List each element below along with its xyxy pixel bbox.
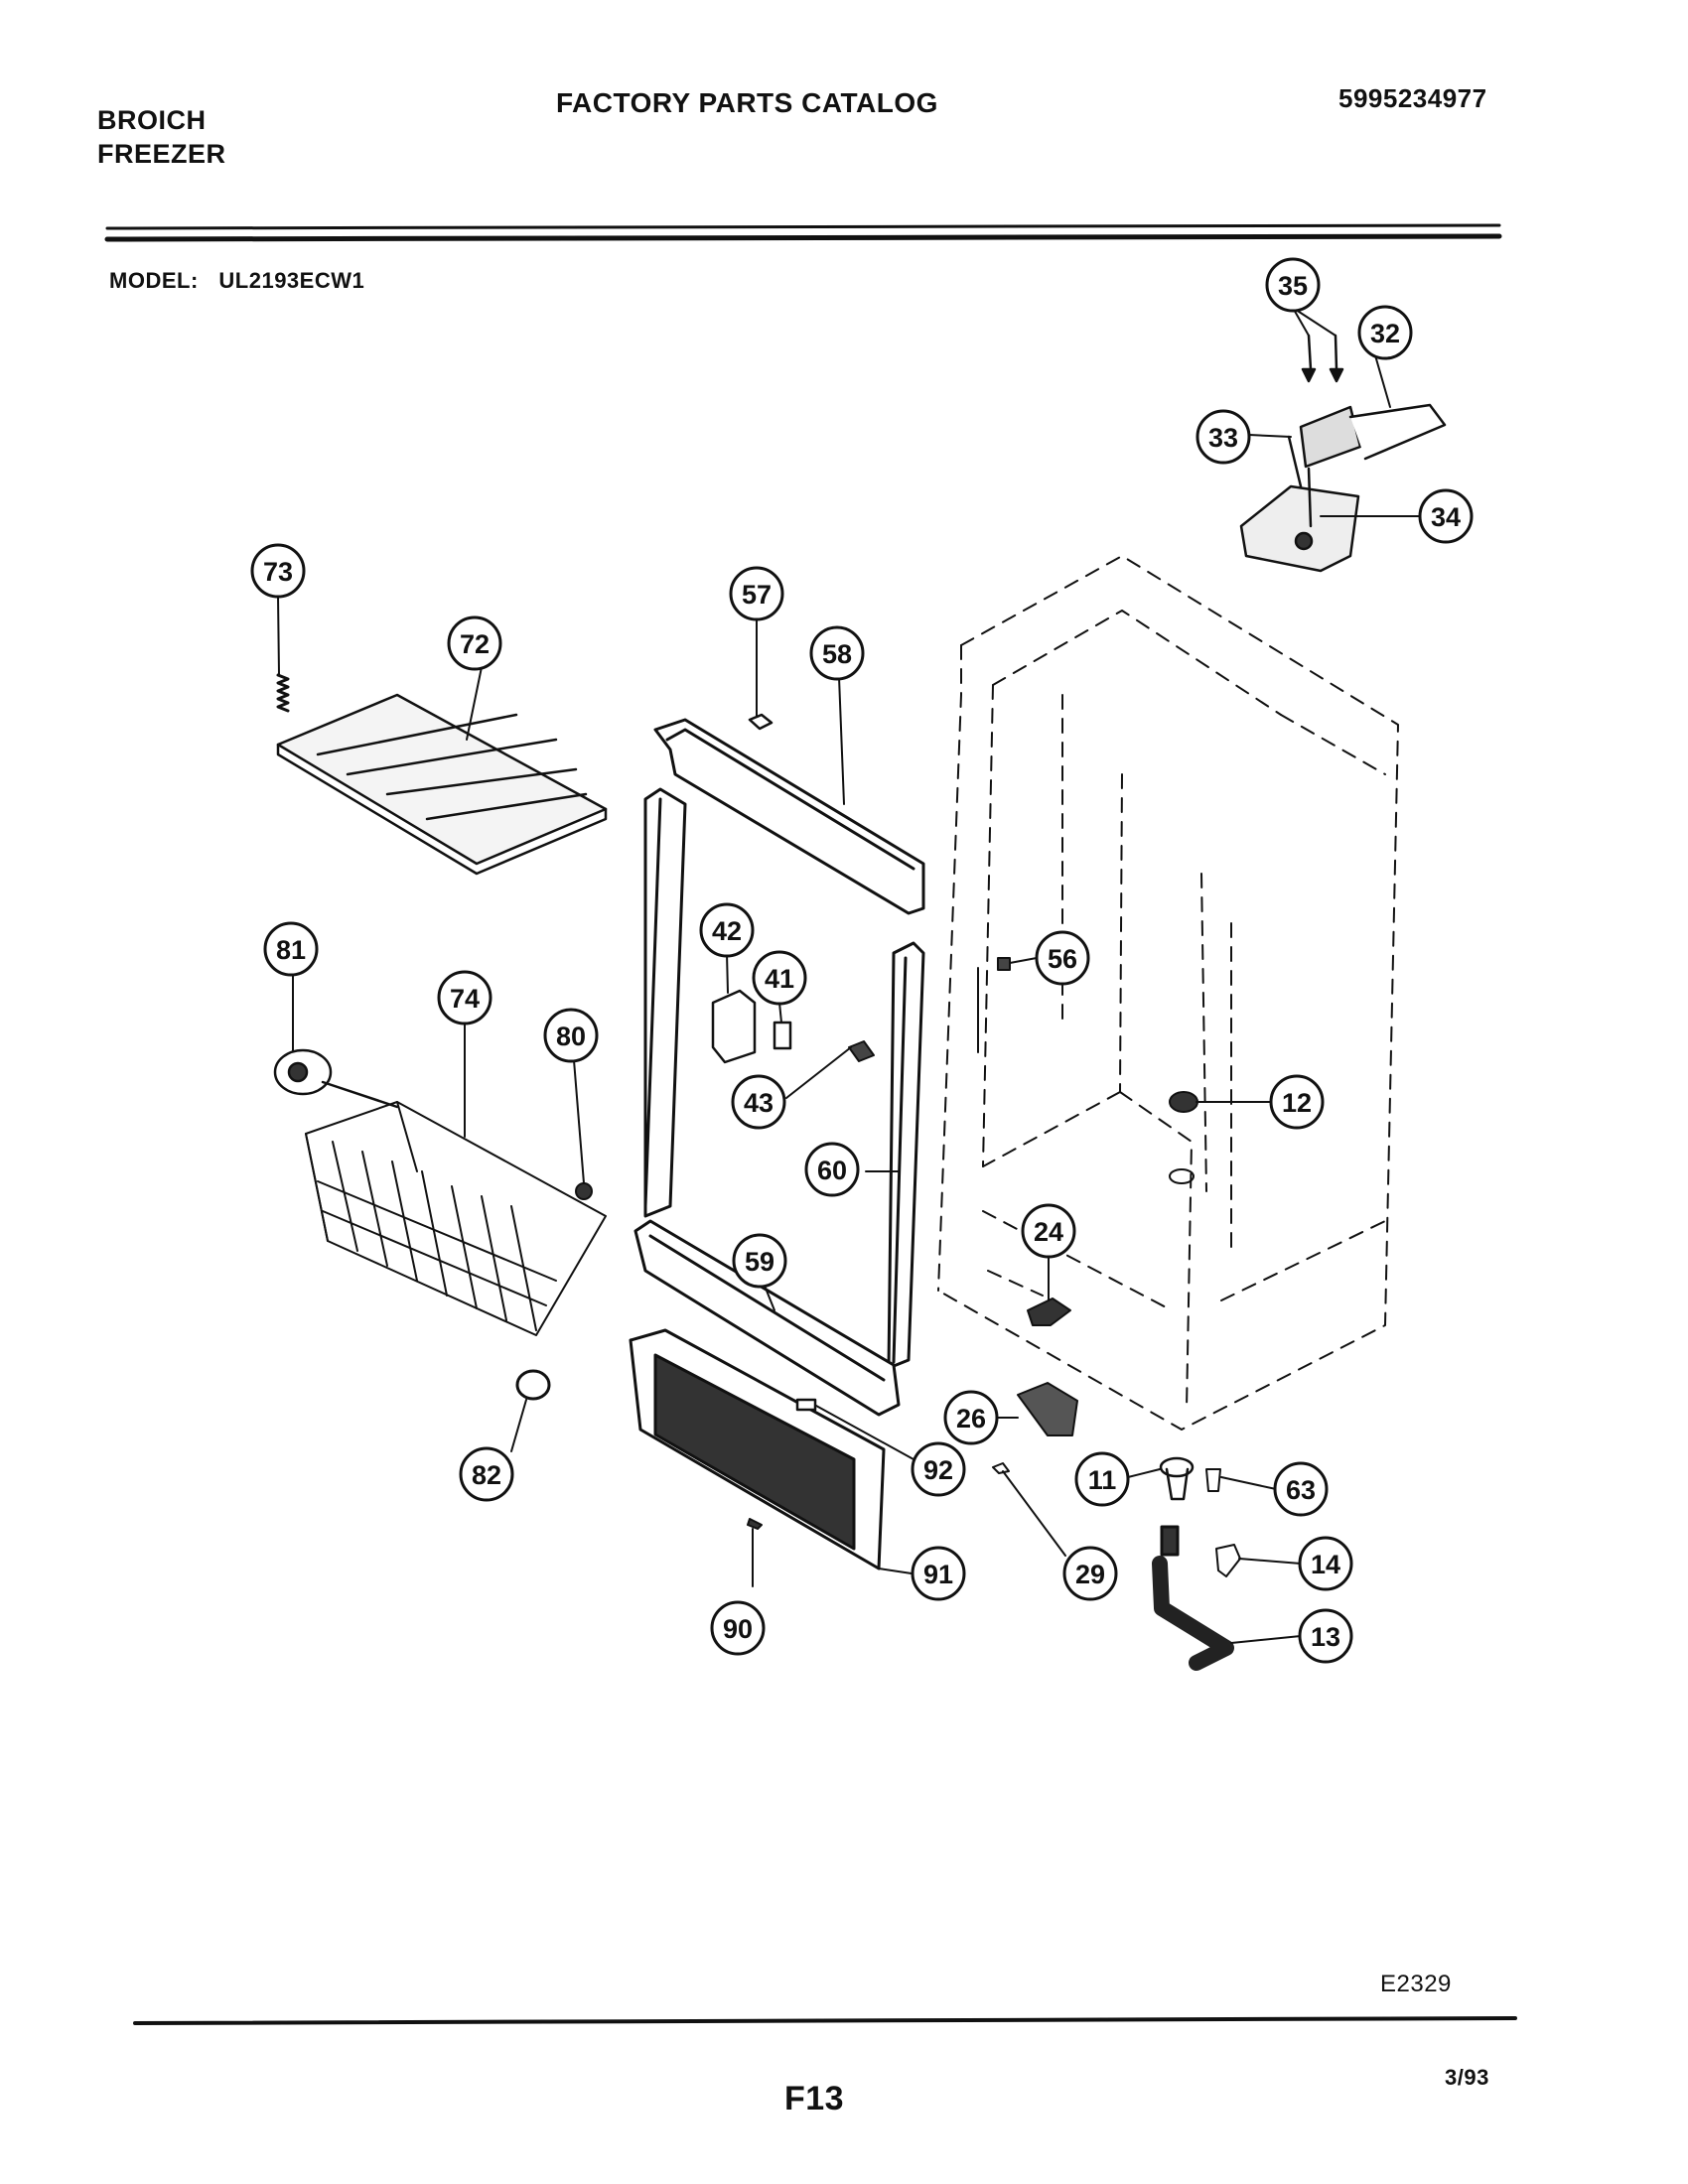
screw-part-29 (992, 1462, 1010, 1474)
brand-name: BROICH (97, 105, 207, 135)
basket-part-74 (305, 1101, 607, 1336)
drain-tube-13 (1152, 1525, 1234, 1671)
control-part-41 (773, 1021, 792, 1050)
clip-part-14 (1215, 1544, 1241, 1577)
callout-63: 63 (1286, 1475, 1316, 1505)
catalog-title: FACTORY PARTS CATALOG (556, 87, 938, 118)
callout-58: 58 (822, 639, 852, 669)
callout-82: 82 (472, 1460, 501, 1490)
hinge-pin-56 (997, 957, 1011, 971)
callout-43: 43 (744, 1088, 774, 1118)
clip-part-82 (515, 1369, 551, 1401)
cabinet-outline (937, 555, 1399, 1431)
header-rule (104, 223, 1502, 242)
callout-14: 14 (1311, 1550, 1340, 1579)
callout-56: 56 (1048, 944, 1077, 974)
callout-34: 34 (1431, 502, 1461, 532)
hinge-part-24 (1027, 1297, 1071, 1326)
callout-11: 11 (1088, 1465, 1117, 1495)
catalog-number: 5995234977 (1338, 83, 1487, 113)
leader-lines (277, 307, 1421, 1644)
top-hinge-assembly (1239, 334, 1447, 573)
callout-81: 81 (276, 935, 306, 965)
kick-plate-part-91 (629, 1328, 886, 1570)
screw-part-63 (1205, 1468, 1221, 1492)
callout-32: 32 (1370, 319, 1400, 348)
page-date: 3/93 (1445, 2065, 1489, 2090)
callout-12: 12 (1282, 1088, 1312, 1118)
model-label: MODEL: (109, 268, 199, 293)
gasket-left (643, 787, 687, 1218)
callout-73: 73 (263, 557, 293, 587)
shelf-part-72 (276, 693, 608, 876)
callout-72: 72 (460, 629, 490, 659)
knob-part-81 (273, 1048, 399, 1109)
callout-59: 59 (745, 1247, 774, 1277)
drain-fitting-11 (1159, 1456, 1195, 1501)
clip-part-92 (795, 1398, 817, 1412)
callout-35: 35 (1278, 271, 1308, 301)
product-type: FREEZER (97, 139, 226, 169)
bushing-hole (1169, 1168, 1195, 1184)
spring-part-73 (276, 673, 290, 713)
callout-41: 41 (765, 964, 794, 994)
callout-60: 60 (817, 1156, 847, 1185)
callout-91: 91 (923, 1560, 953, 1589)
page-number: F13 (784, 2080, 845, 2117)
callout-33: 33 (1208, 423, 1238, 453)
screw-part-90 (747, 1518, 763, 1530)
callout-92: 92 (923, 1455, 953, 1485)
callout-circles (250, 257, 1474, 1664)
brand-block: BROICH FREEZER (97, 103, 226, 171)
callout-42: 42 (712, 916, 742, 946)
gasket-top-58 (653, 718, 925, 915)
bracket-part-43 (848, 1040, 875, 1062)
model-line: MODEL: UL2193ECW1 (109, 268, 364, 294)
gasket-bottom-59 (633, 1219, 901, 1417)
drawing-id: E2329 (1380, 1971, 1452, 1997)
control-part-42 (711, 989, 757, 1064)
bushing-part-12 (1169, 1091, 1198, 1113)
callout-24: 24 (1034, 1217, 1063, 1247)
callout-26: 26 (956, 1404, 986, 1433)
stop-part-57 (748, 713, 774, 731)
callout-90: 90 (723, 1614, 753, 1644)
callout-57: 57 (742, 580, 772, 610)
clip-part-80 (575, 1182, 593, 1200)
hinge-part-26 (1017, 1382, 1078, 1436)
callout-29: 29 (1075, 1560, 1105, 1589)
callout-80: 80 (556, 1022, 586, 1051)
callout-74: 74 (450, 984, 480, 1014)
model-value: UL2193ECW1 (218, 268, 365, 293)
gasket-right-60 (887, 941, 925, 1370)
footer-rule (133, 2016, 1517, 2025)
callout-13: 13 (1311, 1622, 1340, 1652)
